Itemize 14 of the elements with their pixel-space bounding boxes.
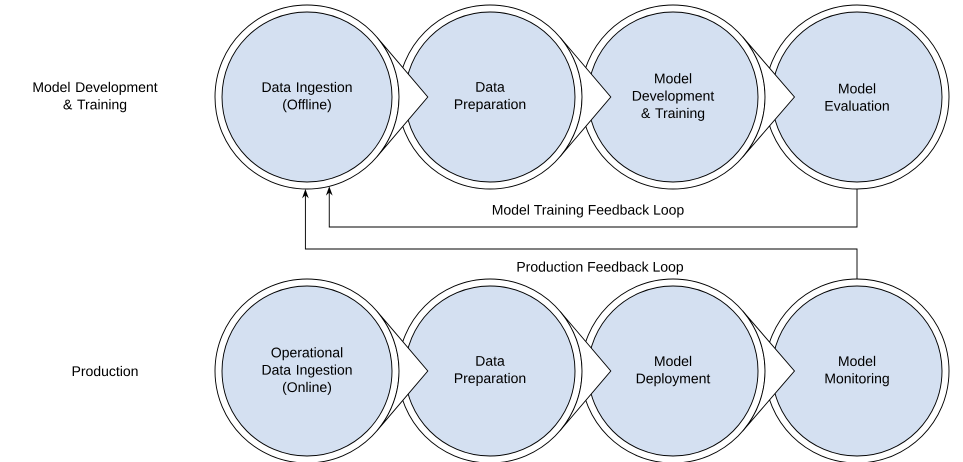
edge-label: Production Feedback Loop [515, 260, 685, 276]
pointer-arrow [742, 36, 795, 158]
pointer-arrow [560, 310, 612, 432]
pointer-arrow [560, 36, 612, 158]
node-label: Data Ingestion (Offline) [262, 82, 352, 112]
row-label: Production [72, 366, 138, 376]
pointer-arrow [376, 310, 428, 432]
pointer-arrow [376, 36, 428, 158]
row-label: Model Development & Training [34, 82, 158, 112]
node-label: Data Preparation [454, 356, 526, 386]
edge-label: Model Training Feedback Loop [490, 203, 686, 219]
node-label: Operational Data Ingestion (Online) [262, 347, 352, 395]
pointer-arrow [742, 310, 795, 432]
node-label: Data Preparation [454, 82, 526, 112]
